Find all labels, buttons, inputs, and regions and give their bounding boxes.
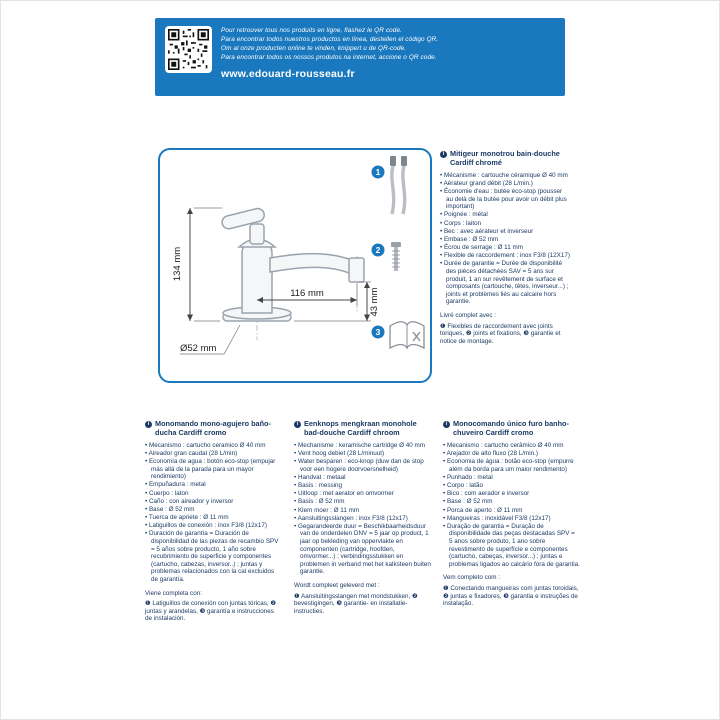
- qr-code-image: [168, 29, 209, 70]
- spec-bullet: Latiguillos de conexión : inox F3/8 (12x…: [145, 522, 282, 530]
- dim-base-label: Ø52 mm: [180, 343, 217, 354]
- spec-bullet: Economía de agua : botón eco-stop (empuj…: [145, 458, 282, 481]
- spec-bullet: Embase : Ø 52 mm: [440, 236, 570, 244]
- spec-bullet: Basis : Ø 52 mm: [294, 498, 431, 506]
- faucet-drawing: [221, 207, 365, 322]
- dim-height-label: 134 mm: [172, 247, 183, 281]
- info-icon: i: [294, 420, 301, 428]
- marker-1: 1: [371, 165, 385, 179]
- spec-bullet: Handvat : metaal: [294, 474, 431, 482]
- header-line-fr: Pour retrouver tous nos produits en lign…: [221, 27, 402, 34]
- spec-bullet: Mechanisme : keramische cartridge Ø 40 m…: [294, 442, 431, 450]
- included-intro-nl: Wordt compleet geleverd met :: [294, 582, 380, 590]
- spec-bullet: Mecanismo : cartucho cerâmico Ø 40 mm: [443, 442, 580, 450]
- product-title-fr-row: i Mitigeur monotrou bain-douche Cardiff …: [440, 149, 570, 168]
- spec-bullet: Base : Ø 52 mm: [443, 498, 580, 506]
- spec-bullet: Bico : com aerador e inversor: [443, 490, 580, 498]
- hoses-icon: [390, 156, 407, 215]
- product-info-nl: i Eenknops mengkraan monohole bad-douche…: [294, 419, 431, 623]
- spec-bullet: Aérateur grand débit (28 L/min.): [440, 180, 570, 188]
- spec-bullet: Duración de garantía = Duración de dispo…: [145, 530, 282, 583]
- spec-bullet: Duração de garantia = Duração de disponi…: [443, 523, 580, 569]
- product-title-pt-row: i Monocomando único furo banho-chuveiro …: [443, 419, 580, 438]
- spec-list-pt: Mecanismo : cartucho cerâmico Ø 40 mmAre…: [443, 442, 580, 569]
- spec-bullet: Water besparen : eco-knop (duw dan de st…: [294, 458, 431, 473]
- spec-bullet: Corps : laiton: [440, 220, 570, 228]
- spec-bullet: Mangueiras : inoxidável F3/8 (12x17): [443, 515, 580, 523]
- dim-spout-height-label: 43 mm: [369, 287, 380, 316]
- spec-bullet: Corpo : latão: [443, 482, 580, 490]
- product-title-es: Monomando mono-agujero baño-ducha Cardif…: [155, 419, 271, 437]
- spec-bullet: Durée de garantie = Durée de disponibili…: [440, 260, 570, 306]
- product-title-es-row: i Monomando mono-agujero baño-ducha Card…: [145, 419, 282, 438]
- product-title-nl: Eenknops mengkraan monohole bad-douche C…: [304, 419, 417, 437]
- product-title-nl-row: i Eenknops mengkraan monohole bad-douche…: [294, 419, 431, 438]
- fixing-stud-icon: [391, 242, 401, 271]
- spec-bullet: Economia de água : botão eco-stop (empur…: [443, 458, 580, 473]
- spec-bullet: Économie d'eau : butée éco-stop (pousser…: [440, 188, 570, 211]
- dim-reach-label: 116 mm: [290, 288, 324, 299]
- header-line-pt: Para encontrar todos os nossos produtos …: [221, 54, 437, 61]
- spec-bullet: Mecanismo : cartucho ceramico Ø 40 mm: [145, 442, 282, 450]
- info-icon: i: [443, 420, 450, 428]
- product-info-pt: i Monocomando único furo banho-chuveiro …: [443, 419, 580, 623]
- dimension-height: 134 mm: [172, 207, 222, 322]
- marker-2: 2: [371, 243, 385, 257]
- spec-bullet: Empuñadura : metal: [145, 481, 282, 489]
- spec-list-fr: Mécanisme : cartouche céramique Ø 40 mmA…: [440, 172, 570, 306]
- spec-bullet: Aansluitingsslangen : inox F3/8 (12x17): [294, 515, 431, 523]
- product-info-es: i Monomando mono-agujero baño-ducha Card…: [145, 419, 282, 623]
- included-items-nl: ❶ Aansluitingsslangen met mondstukken, ❷…: [294, 592, 418, 615]
- spec-bullet: Arejador de alto fluxo (28 L/min.): [443, 450, 580, 458]
- info-icon: i: [145, 420, 152, 428]
- marker-1-number: 1: [376, 167, 381, 177]
- spec-bullet: Uitloop : met aerator en omvormer: [294, 490, 431, 498]
- spec-bullet: Cuerpo : laton: [145, 490, 282, 498]
- header-text-block: Pour retrouver tous nos produits en lign…: [221, 26, 555, 88]
- technical-diagram: 134 mm 116 mm 43 mm Ø52 mm: [158, 148, 432, 383]
- spec-bullet: Punhado : metal: [443, 474, 580, 482]
- qr-code-icon: [165, 26, 212, 73]
- spec-bullet: Klem moer : Ø 11 mm: [294, 507, 431, 515]
- product-title-pt: Monocomando único furo banho-chuveiro Ca…: [453, 419, 569, 437]
- header-bar: Pour retrouver tous nos produits en lign…: [155, 18, 565, 96]
- dimension-reach: 116 mm: [257, 284, 358, 305]
- spec-bullet: Écrou de serrage : Ø 11 mm: [440, 244, 570, 252]
- translations-section: i Monomando mono-agujero baño-ducha Card…: [145, 419, 580, 623]
- spec-bullet: Bec : avec aérateur et inverseur: [440, 228, 570, 236]
- spec-bullet: Vent hoog debiet (28 L/minuut): [294, 450, 431, 458]
- spec-bullet: Porca de aperto : Ø 11 mm: [443, 507, 580, 515]
- spec-bullet: Flexible de raccordement : inox F3/8 (12…: [440, 252, 570, 260]
- spec-list-es: Mecanismo : cartucho ceramico Ø 40 mmAir…: [145, 442, 282, 584]
- dimension-base: Ø52 mm: [180, 324, 241, 355]
- header-line-nl: Om al onze producten online te vinden, k…: [221, 45, 407, 52]
- spec-bullet: Poignée : métal: [440, 211, 570, 219]
- marker-3-number: 3: [376, 327, 381, 337]
- product-title-fr: Mitigeur monotrou bain-douche Cardiff ch…: [450, 149, 560, 167]
- included-items-es: ❶ Latiguillos de conexión con juntas tór…: [145, 600, 277, 623]
- spec-bullet: Aireador gran caudal (28 L/min): [145, 450, 282, 458]
- header-line-es: Para encontrar todos nuestros productos …: [221, 36, 439, 43]
- info-icon: i: [440, 150, 447, 158]
- included-intro-pt: Vem completo com :: [443, 574, 501, 582]
- included-intro-es: Viene completa con:: [145, 589, 202, 597]
- spec-bullet: Caño : con aireador y inversor: [145, 498, 282, 506]
- manual-book-icon: [389, 321, 425, 350]
- spec-bullet: Mécanisme : cartouche céramique Ø 40 mm: [440, 172, 570, 180]
- faucet-diagram: 134 mm 116 mm 43 mm Ø52 mm: [172, 156, 425, 355]
- spec-bullet: Tuerca de apriete : Ø 11 mm: [145, 514, 282, 522]
- spec-bullet: Gegarandeerde duur = Beschikbaarheidsduu…: [294, 523, 431, 576]
- product-info-fr: i Mitigeur monotrou bain-douche Cardiff …: [440, 149, 570, 345]
- marker-2-number: 2: [376, 245, 381, 255]
- dimension-spout-height: 43 mm: [294, 281, 380, 322]
- spec-bullet: Basis : messing: [294, 482, 431, 490]
- website-link[interactable]: www.edouard-rousseau.fr: [221, 68, 355, 81]
- included-items-fr: ❶ Flexibles de raccordement avec joints …: [440, 322, 561, 345]
- marker-3: 3: [371, 325, 385, 339]
- spec-bullet: Base : Ø 52 mm: [145, 506, 282, 514]
- spec-list-nl: Mechanisme : keramische cartridge Ø 40 m…: [294, 442, 431, 576]
- included-intro-fr: Livré complet avec :: [440, 312, 496, 320]
- included-items-pt: ❶ Conectando mangueiras com juntas toroi…: [443, 585, 579, 608]
